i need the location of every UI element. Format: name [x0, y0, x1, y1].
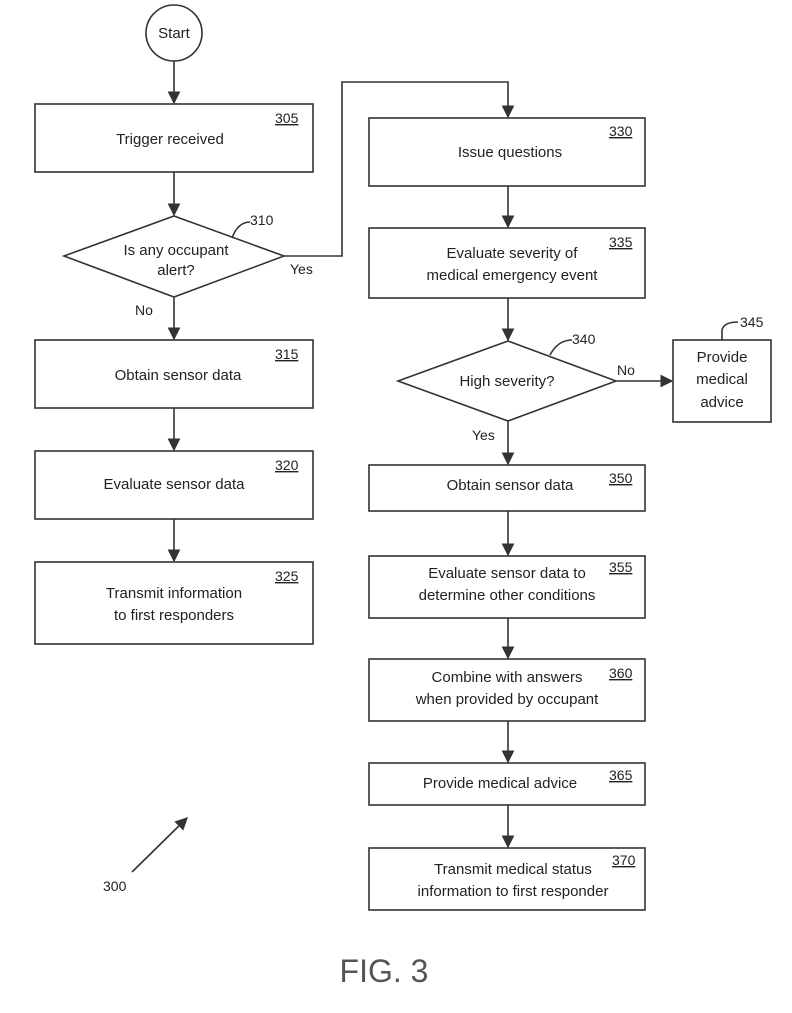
- step-335-label-line-2: medical emergency event: [427, 267, 599, 284]
- step-350-label: Obtain sensor data: [447, 477, 574, 494]
- step-320-label: Evaluate sensor data: [104, 476, 246, 493]
- step-345-label-line-2: medical: [696, 371, 748, 388]
- step-305-label: Trigger received: [116, 131, 224, 148]
- step-335-label-line-1: Evaluate severity of: [447, 245, 579, 262]
- step-350: Obtain sensor data 350: [368, 464, 646, 512]
- start-terminal: Start: [145, 4, 203, 62]
- step-345-ref: 345: [740, 314, 764, 330]
- step-330-label: Issue questions: [458, 144, 562, 161]
- step-320-ref: 320: [275, 457, 299, 473]
- step-325-label-line-1: Transmit information: [106, 585, 242, 602]
- step-355-label-line-1: Evaluate sensor data to: [428, 565, 586, 582]
- edge-label-310-yes: Yes: [290, 261, 313, 277]
- step-315-label: Obtain sensor data: [115, 367, 242, 384]
- step-360-ref: 360: [609, 665, 633, 681]
- figure-ref-numeral: 300: [103, 878, 127, 894]
- step-370-label-line-1: Transmit medical status: [434, 861, 592, 878]
- start-label: Start: [158, 25, 191, 42]
- step-320: Evaluate sensor data 320: [34, 450, 314, 520]
- step-365-label: Provide medical advice: [423, 775, 577, 792]
- step-370-ref: 370: [612, 852, 636, 868]
- step-345-label-line-3: advice: [700, 394, 743, 411]
- decision-340-ref: 340: [572, 331, 596, 347]
- decision-340: High severity? 340: [395, 331, 619, 422]
- step-345-label-line-1: Provide: [697, 349, 748, 366]
- step-335-ref: 335: [609, 234, 633, 250]
- step-305: Trigger received 305: [34, 103, 314, 173]
- step-355: Evaluate sensor data to determine other …: [368, 555, 646, 619]
- connectors: [167, 61, 674, 849]
- decision-340-leader-line: [549, 339, 573, 356]
- step-360-label-line-2: when provided by occupant: [415, 691, 599, 708]
- step-325: Transmit information to first responders…: [34, 561, 314, 645]
- step-330-ref: 330: [609, 123, 633, 139]
- step-370: Transmit medical status information to f…: [368, 847, 646, 911]
- step-355-label-line-2: determine other conditions: [419, 587, 596, 604]
- decision-310: Is any occupant alert? 310: [61, 212, 287, 298]
- edge-label-340-yes: Yes: [472, 427, 495, 443]
- decision-310-ref: 310: [250, 212, 274, 228]
- step-345-leader-line: [721, 321, 739, 340]
- edge-label-310-no: No: [135, 302, 153, 318]
- step-325-label-line-2: to first responders: [114, 607, 234, 624]
- step-335: Evaluate severity of medical emergency e…: [368, 227, 646, 299]
- step-365-ref: 365: [609, 767, 633, 783]
- step-315: Obtain sensor data 315: [34, 339, 314, 409]
- step-370-label-line-2: information to first responder: [418, 883, 609, 900]
- step-345: Provide medical advice 345: [672, 314, 772, 423]
- decision-340-label: High severity?: [459, 373, 554, 390]
- step-365: Provide medical advice 365: [368, 762, 646, 806]
- arrow-310-yes-to-330: [284, 81, 515, 257]
- step-360-label-line-1: Combine with answers: [432, 669, 583, 686]
- figure-caption: FIG. 3: [340, 953, 429, 989]
- step-325-ref: 325: [275, 568, 299, 584]
- decision-310-label-line-1: Is any occupant: [123, 242, 229, 259]
- edge-label-340-no: No: [617, 362, 635, 378]
- figure-ref-arrow: [131, 817, 188, 873]
- decision-310-leader-line: [231, 221, 251, 239]
- step-350-ref: 350: [609, 470, 633, 486]
- decision-310-label-line-2: alert?: [157, 262, 195, 279]
- step-330: Issue questions 330: [368, 117, 646, 187]
- step-305-ref: 305: [275, 110, 299, 126]
- step-315-ref: 315: [275, 346, 299, 362]
- step-355-ref: 355: [609, 559, 633, 575]
- step-360: Combine with answers when provided by oc…: [368, 658, 646, 722]
